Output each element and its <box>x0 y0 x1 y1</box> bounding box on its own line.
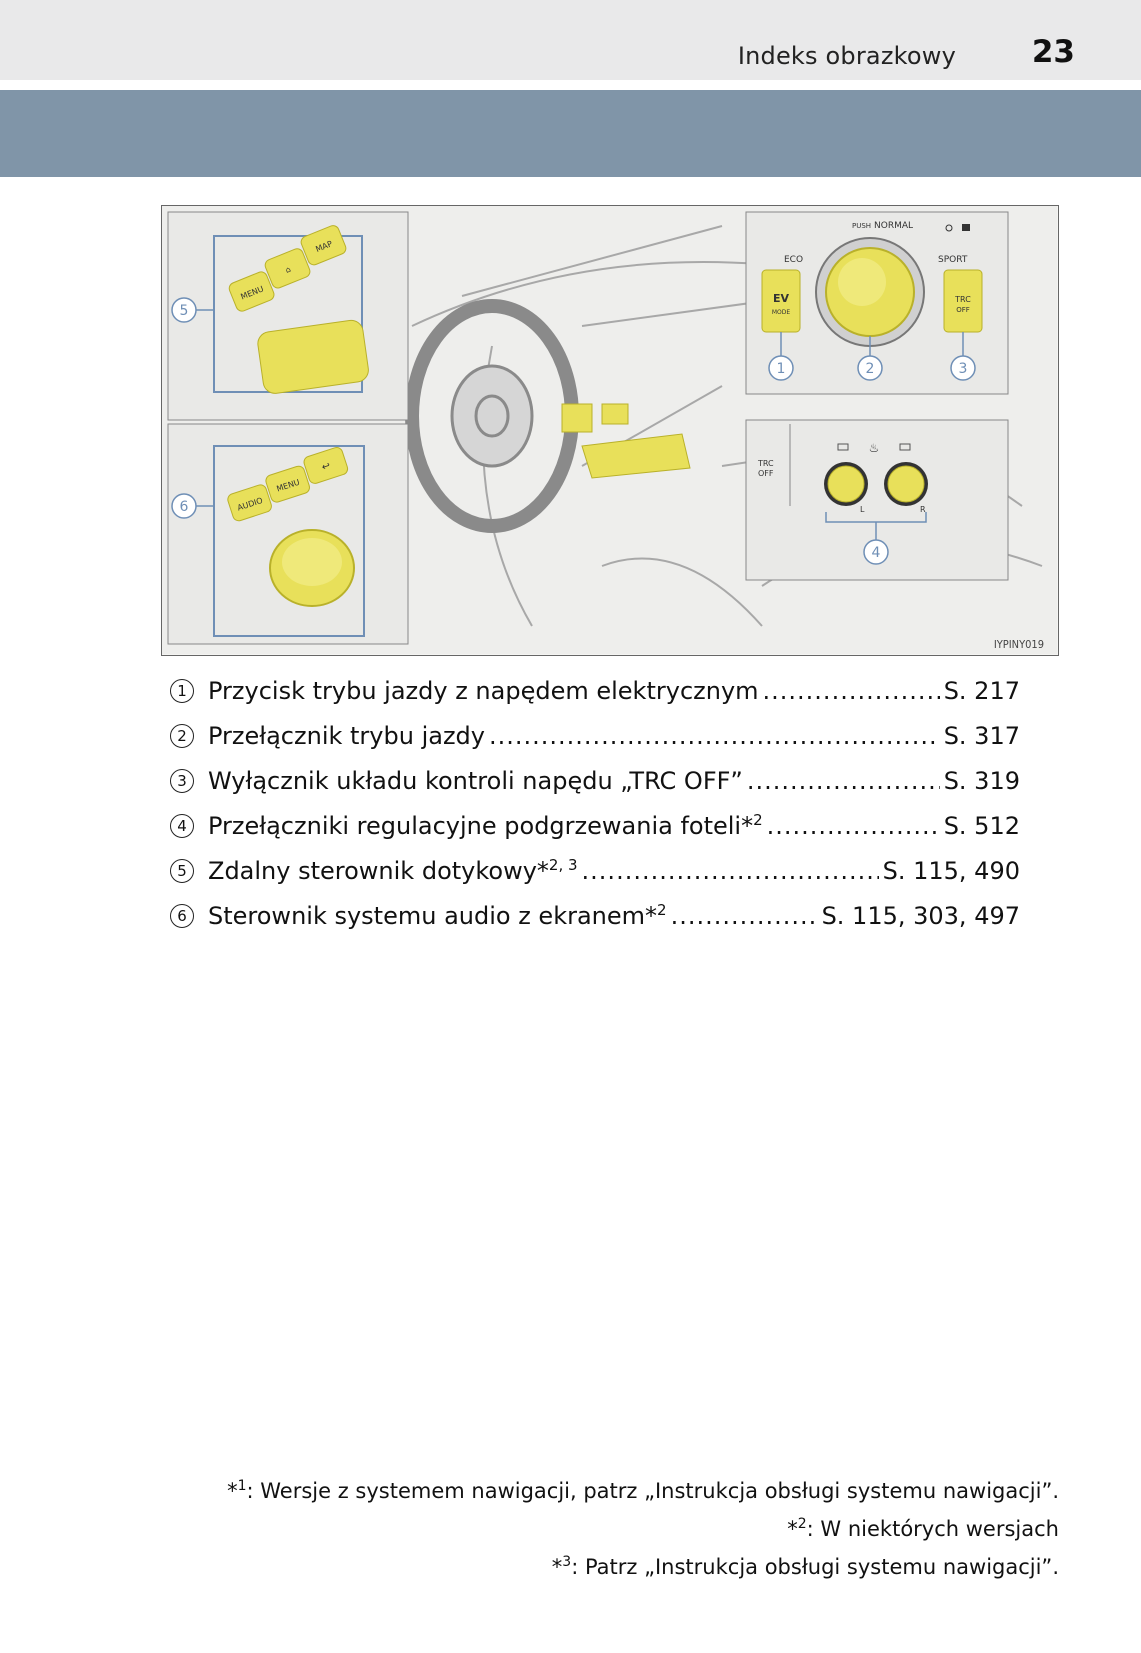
footnote-mark: * <box>787 1517 798 1541</box>
seat-heater-icon: ♨ <box>869 441 880 455</box>
footnotes: *1: Wersje z systemem nawigacji, patrz „… <box>227 1472 1059 1586</box>
dot-leader: ........................................… <box>671 902 818 930</box>
dot-leader: ........................................… <box>582 857 879 885</box>
illustration-ref-code: IYPINY019 <box>994 638 1044 651</box>
legend-page-ref: S. 512 <box>944 812 1020 840</box>
legend-number: 1 <box>170 679 194 703</box>
normal-label: NORMAL <box>874 221 913 231</box>
callout-3: 3 <box>959 361 968 377</box>
footnote-mark: * <box>227 1479 238 1503</box>
callout-2: 2 <box>866 361 875 377</box>
dot-leader: ........................................… <box>489 722 940 750</box>
dot-leader: ........................................… <box>763 677 940 705</box>
legend-superscript: 2 <box>657 901 667 919</box>
legend-page-ref: S. 115, 490 <box>883 857 1020 885</box>
footnote-text: : W niektórych wersjach <box>807 1517 1059 1541</box>
callout-4: 4 <box>872 545 881 561</box>
legend-item-2: 2 Przełącznik trybu jazdy ..............… <box>170 713 1020 758</box>
trc-button-sublabel: OFF <box>956 306 970 314</box>
footnote-text: : Patrz „Instrukcja obsługi systemu nawi… <box>571 1555 1059 1579</box>
footnote-1: *1: Wersje z systemem nawigacji, patrz „… <box>227 1472 1059 1510</box>
legend-label-text: Zdalny sterownik dotykowy* <box>208 857 549 885</box>
legend-label: Zdalny sterownik dotykowy*2, 3 <box>208 857 578 885</box>
legend-page-ref: S. 319 <box>944 767 1020 795</box>
inset-seat-heaters: TRC OFF ♨ L R 4 <box>746 420 1008 580</box>
seat-left-label: L <box>860 505 865 514</box>
legend-number: 2 <box>170 724 194 748</box>
dot-leader: ........................................… <box>767 812 940 840</box>
header-bar <box>0 0 1141 80</box>
dashboard-drawing: MENU ⌂ MAP 5 AUDIO MENU ↩ 6 <box>162 206 1057 654</box>
legend-superscript: 2 <box>753 811 763 829</box>
footnote-number: 1 <box>238 1478 247 1494</box>
legend-label: Sterownik systemu audio z ekranem*2 <box>208 902 667 930</box>
legend-item-4: 4 Przełączniki regulacyjne podgrzewania … <box>170 803 1020 848</box>
legend-number: 3 <box>170 769 194 793</box>
callout-1: 1 <box>777 361 786 377</box>
legend-number: 4 <box>170 814 194 838</box>
trc-cut-label: TRC <box>757 459 774 468</box>
footnote-3: *3: Patrz „Instrukcja obsługi systemu na… <box>227 1548 1059 1586</box>
footnote-number: 3 <box>562 1554 571 1570</box>
section-title: Indeks obrazkowy <box>738 42 956 70</box>
callout-5: 5 <box>180 303 189 319</box>
trc-button-label: TRC <box>954 295 971 304</box>
legend-item-1: 1 Przycisk trybu jazdy z napędem elektry… <box>170 668 1020 713</box>
push-label: PUSH <box>852 222 871 230</box>
legend-number: 6 <box>170 904 194 928</box>
ev-button-sublabel: MODE <box>772 309 791 316</box>
inset-audio-controller: AUDIO MENU ↩ 6 <box>168 424 408 644</box>
legend-page-ref: S. 317 <box>944 722 1020 750</box>
legend-item-3: 3 Wyłącznik układu kontroli napędu „TRC … <box>170 758 1020 803</box>
sport-label: SPORT <box>938 255 968 265</box>
inset-touch-pad: MENU ⌂ MAP 5 <box>168 212 408 420</box>
legend-page-ref: S. 217 <box>944 677 1020 705</box>
dashboard-illustration: MENU ⌂ MAP 5 AUDIO MENU ↩ 6 <box>161 205 1059 656</box>
footnote-mark: * <box>552 1555 563 1579</box>
dot-leader: ........................................… <box>747 767 940 795</box>
footnote-2: *2: W niektórych wersjach <box>227 1510 1059 1548</box>
legend-superscript: 2, 3 <box>549 856 578 874</box>
legend-label: Przycisk trybu jazdy z napędem elektrycz… <box>208 677 759 705</box>
chapter-band <box>0 90 1141 177</box>
legend-label-text: Przełączniki regulacyjne podgrzewania fo… <box>208 812 753 840</box>
eco-label: ECO <box>784 255 803 265</box>
legend-label: Przełączniki regulacyjne podgrzewania fo… <box>208 812 763 840</box>
legend-list: 1 Przycisk trybu jazdy z napędem elektry… <box>170 668 1020 938</box>
legend-page-ref: S. 115, 303, 497 <box>822 902 1020 930</box>
footnote-number: 2 <box>798 1516 807 1532</box>
legend-item-5: 5 Zdalny sterownik dotykowy*2, 3 .......… <box>170 848 1020 893</box>
footnote-text: : Wersje z systemem nawigacji, patrz „In… <box>247 1479 1059 1503</box>
legend-label-text: Sterownik systemu audio z ekranem* <box>208 902 657 930</box>
legend-label: Wyłącznik układu kontroli napędu „TRC OF… <box>208 767 743 795</box>
seat-right-label: R <box>920 505 926 514</box>
legend-item-6: 6 Sterownik systemu audio z ekranem*2 ..… <box>170 893 1020 938</box>
callout-6: 6 <box>180 499 189 515</box>
legend-label: Przełącznik trybu jazdy <box>208 722 485 750</box>
ev-button-label: EV <box>773 292 790 305</box>
legend-number: 5 <box>170 859 194 883</box>
inset-drive-mode: PUSH NORMAL ECO SPORT EV MODE TRC OFF 1 … <box>746 212 1008 394</box>
trc-cut-sublabel: OFF <box>758 469 774 478</box>
page-number: 23 <box>1032 34 1075 70</box>
